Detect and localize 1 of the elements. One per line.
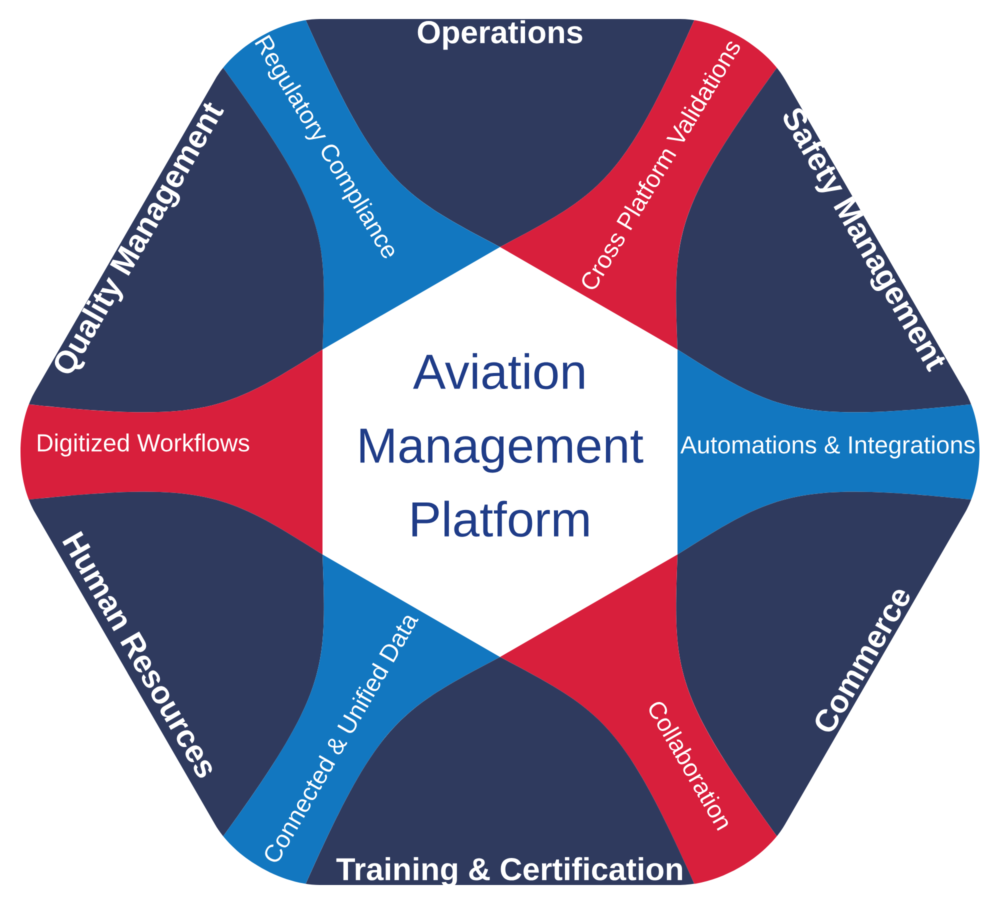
center-title: Aviation Management Platform xyxy=(360,353,644,537)
